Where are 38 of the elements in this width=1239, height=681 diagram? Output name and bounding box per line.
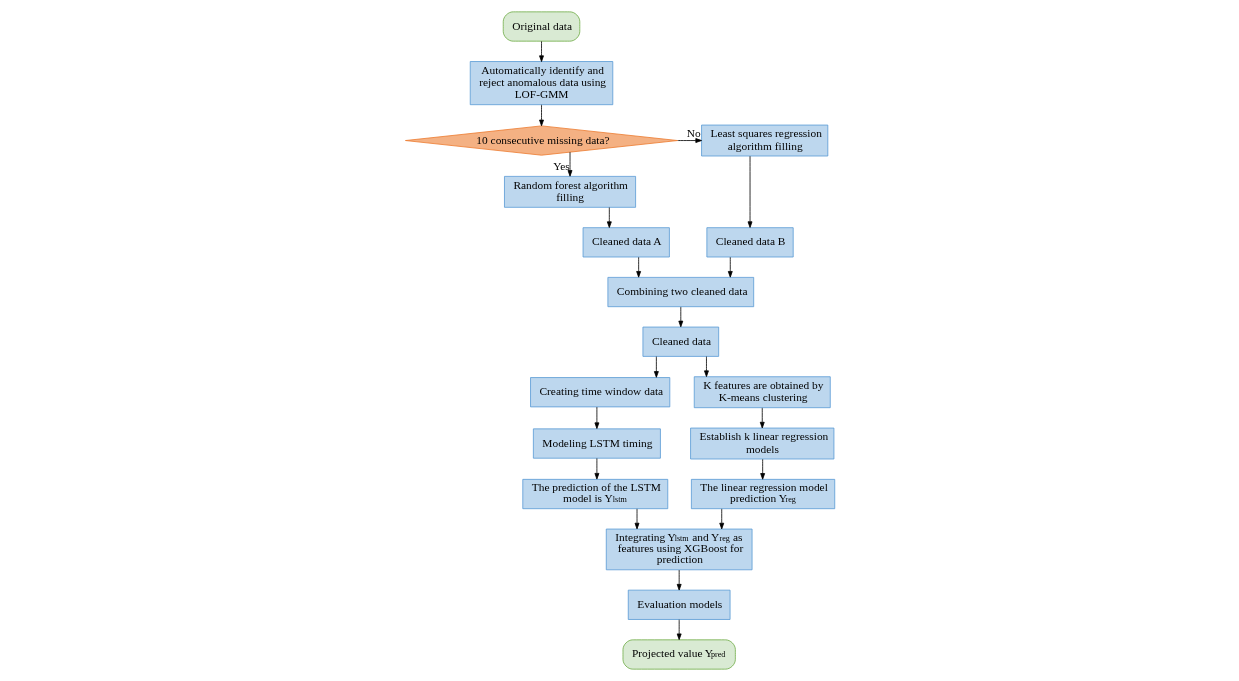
node-box: Cleaned data A <box>582 227 670 258</box>
arrow <box>677 306 683 328</box>
node-box: Combining two cleaned data <box>607 276 754 308</box>
arrow <box>676 569 682 591</box>
arrow <box>759 407 765 429</box>
node-box: Cleaned data B <box>705 227 794 258</box>
arrow <box>538 40 544 62</box>
arrow <box>727 256 733 278</box>
arrow <box>653 356 659 378</box>
arrow <box>567 151 572 177</box>
node-box: Cleaned data <box>642 326 719 357</box>
arrow <box>634 508 639 530</box>
node-box: Evaluation models <box>627 589 730 620</box>
arrow <box>759 458 765 480</box>
arrow <box>538 104 544 127</box>
arrow <box>635 256 641 278</box>
node-box: Automatically identify and reject anomalous data using LOF-GMM <box>469 61 613 106</box>
node-box: The linear regression model prediction Yreg <box>690 478 835 510</box>
node-diamond: 10 consecutive missing data? <box>404 125 678 156</box>
arrow <box>747 155 752 228</box>
edge-label: Yes <box>552 160 570 173</box>
node-box: Creating time window data <box>529 377 670 408</box>
node-box: Integrating Ylstm and Yreg as features using XGBoost for prediction <box>605 528 752 571</box>
node-box: Establish k linear regression models <box>689 427 834 460</box>
arrow <box>606 207 612 228</box>
arrow <box>594 406 599 429</box>
node-box: Least squares regression algorithm filling <box>700 124 828 157</box>
arrow <box>594 458 599 480</box>
arrow <box>703 356 709 377</box>
arrow <box>676 619 682 640</box>
edge-label: No <box>686 127 701 140</box>
arrow <box>676 138 702 143</box>
node-box: Original data <box>502 11 580 42</box>
node-box: K features are obtained by K-means clustering <box>693 376 831 409</box>
node-box: Modeling LSTM timing <box>532 428 661 459</box>
arrow <box>718 508 724 530</box>
node-box: Random forest algorithm filling <box>503 175 636 208</box>
node-box: The prediction of the LSTM model is Ylstm <box>521 478 668 510</box>
